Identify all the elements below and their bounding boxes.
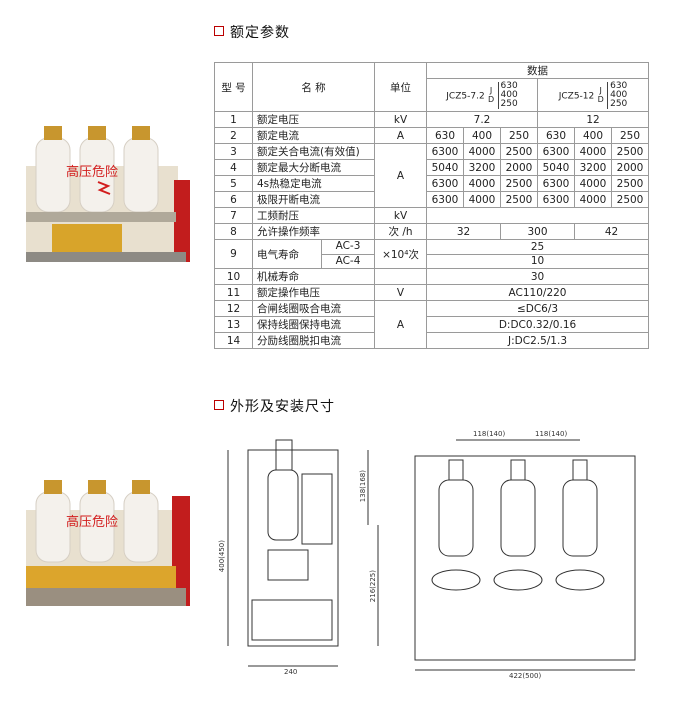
product-photo-2: 高压危险 bbox=[22, 476, 190, 616]
header-unit: 单位 bbox=[374, 62, 427, 112]
side-view-drawing: 400(450) 138(168) 216(225) 240 bbox=[218, 430, 388, 692]
square-bullet-icon bbox=[214, 26, 224, 36]
table-row: 9 电气寿命 AC-3 AC-4 ×10⁴次 25 bbox=[214, 239, 650, 269]
header-type: 型 号 bbox=[214, 62, 253, 112]
header-data: 数据 bbox=[425, 62, 650, 79]
front-view-drawing: 118(140) 118(140) 422(500) bbox=[405, 430, 645, 692]
section-title-dimensions: 外形及安装尺寸 bbox=[214, 396, 335, 416]
header-name: 名 称 bbox=[252, 62, 375, 112]
section-title-ratings: 额定参数 bbox=[214, 22, 290, 42]
product-photo-1: 高压危险 bbox=[22, 120, 190, 270]
warning-label: 高压危险 bbox=[66, 164, 118, 180]
warning-label: 高压危险 bbox=[66, 514, 118, 530]
square-bullet-icon bbox=[214, 400, 224, 410]
